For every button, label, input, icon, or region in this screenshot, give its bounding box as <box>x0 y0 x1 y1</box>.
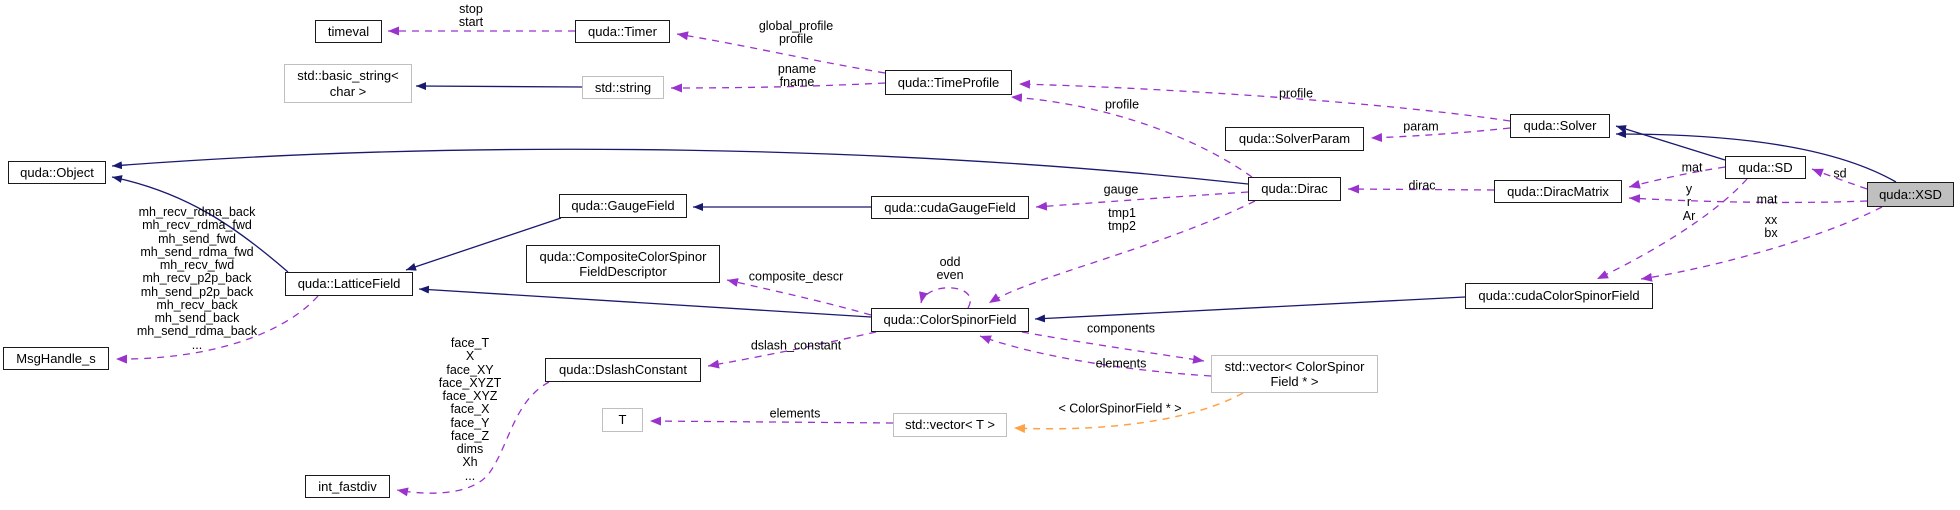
node-std-vector-colorspinorfield[interactable]: std::vector< ColorSpinor Field * > <box>1211 355 1378 393</box>
edge-label-global-profile: global_profile profile <box>758 18 834 46</box>
node-timeval[interactable]: timeval <box>315 20 382 43</box>
edge-colorspinorfield-to-dslashconstant <box>707 331 877 369</box>
edge-colorspinorfield-to-compdescr <box>726 278 872 316</box>
edge-label-pname-fname: pname fname <box>777 61 817 89</box>
node-quda-colorspinorfield[interactable]: quda::ColorSpinorField <box>871 308 1029 332</box>
edge-diracmatrix-to-dirac <box>1347 184 1495 194</box>
node-std-basic-string[interactable]: std::basic_string< char > <box>284 64 412 103</box>
edge-label-msghandle-members: mh_recv_rdma_back mh_recv_rdma_fwd mh_se… <box>136 205 258 352</box>
node-quda-dslashconstant[interactable]: quda::DslashConstant <box>545 358 701 382</box>
edge-label-dirac: dirac <box>1408 178 1436 193</box>
edge-label-elements-vector-csf: elements <box>1095 356 1147 371</box>
edge-label-sd: sd <box>1833 166 1847 181</box>
node-quda-latticefield[interactable]: quda::LatticeField <box>285 272 413 296</box>
edge-xsd-to-sd <box>1811 168 1868 190</box>
edge-label-components: components <box>1086 321 1156 336</box>
edge-solver-to-timeprofile <box>1018 79 1511 122</box>
edge-dirac-to-object <box>111 148 1249 185</box>
edge-label-mat-xsd: mat <box>1756 192 1778 207</box>
edge-label-gauge: gauge <box>1103 182 1139 197</box>
node-quda-timeprofile[interactable]: quda::TimeProfile <box>885 70 1012 95</box>
edge-sd-to-solver <box>1615 125 1726 161</box>
node-quda-solver[interactable]: quda::Solver <box>1510 114 1610 138</box>
edge-timeprofile-to-string <box>670 82 886 93</box>
edge-latticefield-to-object <box>111 175 289 273</box>
node-quda-compositecolorspinorfielddescriptor[interactable]: quda::CompositeColorSpinor FieldDescript… <box>526 245 720 283</box>
edge-label-stop-start: stop start <box>458 1 484 29</box>
edge-label-xx-bx: xx bx <box>1764 212 1778 240</box>
edge-colorspinorfield-self-loop <box>919 287 971 309</box>
node-quda-timer[interactable]: quda::Timer <box>575 20 670 43</box>
edge-label-dslashconstant-members: face_T X face_XY face_XYZT face_XYZ face… <box>438 336 502 483</box>
node-std-vector-t[interactable]: std::vector< T > <box>893 413 1007 437</box>
node-t[interactable]: T <box>602 408 643 432</box>
node-quda-xsd[interactable]: quda::XSD <box>1867 182 1954 207</box>
edge-vectorcsf-to-vectort <box>1013 392 1244 433</box>
edge-dirac-to-cudagaugefield <box>1035 191 1249 211</box>
edge-cudacolorspinorfield-to-colorspinorfield <box>1034 296 1466 323</box>
edge-gaugefield-to-latticefield <box>405 217 562 271</box>
edge-latticefield-to-msghandle <box>115 295 319 364</box>
node-quda-cudagaugefield[interactable]: quda::cudaGaugeField <box>871 196 1029 219</box>
edge-sd-to-cudacolorspinorfield <box>1596 178 1748 280</box>
edge-colorspinorfield-to-latticefield <box>418 285 872 318</box>
node-std-string[interactable]: std::string <box>582 76 664 99</box>
node-quda-dirac[interactable]: quda::Dirac <box>1248 177 1341 201</box>
edge-string-to-basicstring <box>415 82 583 91</box>
node-msghandle-s[interactable]: MsgHandle_s <box>3 347 109 370</box>
edge-label-tmp1-tmp2: tmp1 tmp2 <box>1108 205 1136 233</box>
edge-sd-to-diracmatrix <box>1628 166 1726 189</box>
edge-vectort-to-t <box>649 416 894 426</box>
edge-xsd-to-diracmatrix <box>1628 194 1868 204</box>
edge-label-y-r-ar: y r Ar <box>1682 182 1696 223</box>
edge-xsd-to-cudacolorspinorfield <box>1640 206 1883 282</box>
edge-label-elements-vector-t: elements <box>769 406 821 421</box>
edge-timeprofile-to-timer <box>676 31 886 74</box>
edge-label-composite-descr: composite_descr <box>748 269 844 284</box>
node-quda-solverparam[interactable]: quda::SolverParam <box>1225 127 1364 151</box>
edge-label-profile-solver: profile <box>1278 86 1314 101</box>
node-quda-gaugefield[interactable]: quda::GaugeField <box>559 194 687 218</box>
edge-dslashconstant-to-intfastdiv <box>396 381 550 497</box>
edge-label-odd-even: odd even <box>936 254 964 282</box>
edge-label-mat-sd: mat <box>1681 160 1703 175</box>
node-quda-cudacolorspinorfield[interactable]: quda::cudaColorSpinorField <box>1465 283 1653 309</box>
edge-label-param: param <box>1403 119 1439 134</box>
node-quda-diracmatrix[interactable]: quda::DiracMatrix <box>1494 180 1622 203</box>
edge-dirac-to-timeprofile <box>1010 93 1253 178</box>
edge-label-dslash-constant: dslash_constant <box>750 338 842 353</box>
node-quda-object[interactable]: quda::Object <box>8 161 106 184</box>
node-int-fastdiv[interactable]: int_fastdiv <box>305 475 390 498</box>
edge-vectorcsf-to-colorspinorfield <box>979 335 1212 377</box>
edge-label-template-args: < ColorSpinorField * > <box>1058 401 1182 416</box>
edge-solver-to-solverparam <box>1370 127 1511 143</box>
node-quda-sd[interactable]: quda::SD <box>1725 156 1806 179</box>
edge-xsd-to-solver <box>1615 130 1897 183</box>
edge-label-profile-dirac: profile <box>1104 97 1140 112</box>
edge-dirac-to-colorspinorfield <box>988 200 1256 304</box>
